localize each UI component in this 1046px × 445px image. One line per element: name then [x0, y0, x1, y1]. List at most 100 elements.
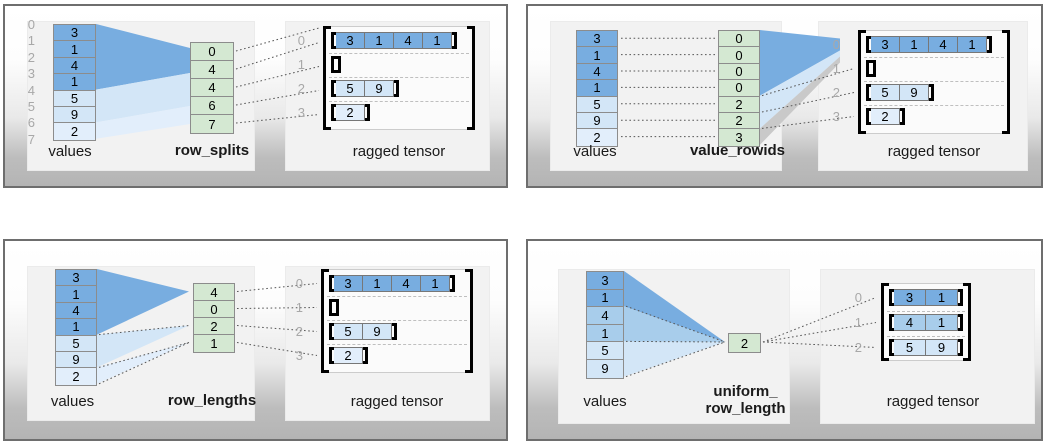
tensor-row-index: 3: [297, 105, 305, 120]
value-index: 1: [27, 33, 35, 49]
row-bracket-right: [334, 299, 339, 316]
tensor-cell: 4: [394, 32, 423, 49]
row-bracket-left: [866, 60, 871, 77]
value-cell: 1: [54, 41, 95, 58]
encoding-cell: 2: [194, 318, 234, 335]
row-bracket-left: [866, 84, 871, 101]
encoding-cell: 4: [191, 61, 233, 79]
tensor-cell: 5: [336, 80, 365, 97]
value-cell: 4: [587, 307, 623, 325]
tensor-cell: 2: [334, 347, 363, 364]
row-bracket-left: [329, 299, 334, 316]
value-index: 5: [27, 98, 35, 114]
value-cell: 9: [587, 359, 623, 378]
ragged-tensor-label: ragged tensor: [350, 393, 444, 410]
row-bracket-left: [331, 80, 336, 97]
tensor-bracket-right: [1002, 30, 1010, 134]
row-separator: [327, 320, 467, 321]
encoding-cell: 1: [194, 335, 234, 352]
encoding-label-uniform_row_length: uniform_ row_length: [705, 383, 786, 417]
value-index: 4: [27, 82, 35, 98]
row-separator: [329, 101, 469, 102]
tensor-cell: 1: [363, 275, 392, 292]
tensor-row-index: 1: [854, 315, 862, 330]
value-cell: 5: [56, 335, 96, 352]
value-cell: 5: [54, 90, 95, 107]
row-bracket-left: [331, 104, 336, 121]
tensor-row-index: 1: [295, 300, 303, 315]
value-cell: 9: [577, 112, 617, 130]
tensor-row-index: 3: [832, 109, 840, 124]
encoding-cell: 0: [194, 301, 234, 318]
row-separator: [329, 53, 469, 54]
tensor-row-index: 0: [832, 37, 840, 52]
tensor-cell: 5: [871, 84, 900, 101]
row-bracket-right: [336, 56, 341, 73]
values-label: values: [50, 393, 95, 410]
row-separator: [327, 296, 467, 297]
ragged-tensor-label: ragged tensor: [887, 143, 981, 160]
row-bracket-right: [365, 104, 370, 121]
tensor-cell: 1: [926, 314, 958, 331]
tensor-cell: 4: [894, 314, 926, 331]
tensor-row: [331, 56, 341, 73]
value-cell: 1: [54, 74, 95, 91]
tensor-cell: 3: [334, 275, 363, 292]
value-cell: 3: [577, 31, 617, 48]
row-bracket-left: [329, 275, 334, 292]
row-bracket-right: [958, 339, 963, 356]
tensor-cell: 9: [900, 84, 929, 101]
row-bracket-left: [889, 289, 894, 306]
value-cell: 5: [587, 342, 623, 360]
tensor-cell: 3: [871, 36, 900, 53]
value-cell: 1: [577, 47, 617, 64]
tensor-cell: 5: [334, 323, 363, 340]
values-label: values: [573, 143, 617, 160]
tensor-bracket-right: [963, 283, 971, 361]
tensor-cell: 3: [336, 32, 365, 49]
tensor-cell: 1: [423, 32, 452, 49]
encoding-cell: 2: [719, 96, 759, 113]
encoding-label-row_lengths: row_lengths: [167, 392, 257, 409]
row-bracket-right: [392, 323, 397, 340]
encoding-cell: 4: [194, 284, 234, 301]
row-separator: [864, 57, 1004, 58]
ragged-tensor-label: ragged tensor: [352, 143, 446, 160]
tensor-cell: 1: [365, 32, 394, 49]
tensor-cell: 9: [363, 323, 392, 340]
tensor-row-index: 1: [297, 57, 305, 72]
value-cell: 3: [587, 272, 623, 290]
encoding-cell: 0: [719, 47, 759, 64]
tensor-row-index: 3: [295, 348, 303, 363]
row-bracket-right: [871, 60, 876, 77]
row-bracket-left: [331, 56, 336, 73]
row-bracket-left: [329, 323, 334, 340]
value-cell: 1: [56, 319, 96, 336]
tensor-row-index: 0: [854, 290, 862, 305]
encoding-label-row_splits: row_splits: [174, 142, 250, 159]
value-cell: 5: [577, 96, 617, 113]
row-separator: [887, 336, 965, 337]
tensor-row-index: 2: [297, 81, 305, 96]
value-cell: 4: [56, 302, 96, 320]
encoding-cell: 2: [729, 334, 760, 352]
tensor-row-index: 2: [295, 324, 303, 339]
tensor-cell: 1: [900, 36, 929, 53]
value-cell: 4: [577, 63, 617, 81]
